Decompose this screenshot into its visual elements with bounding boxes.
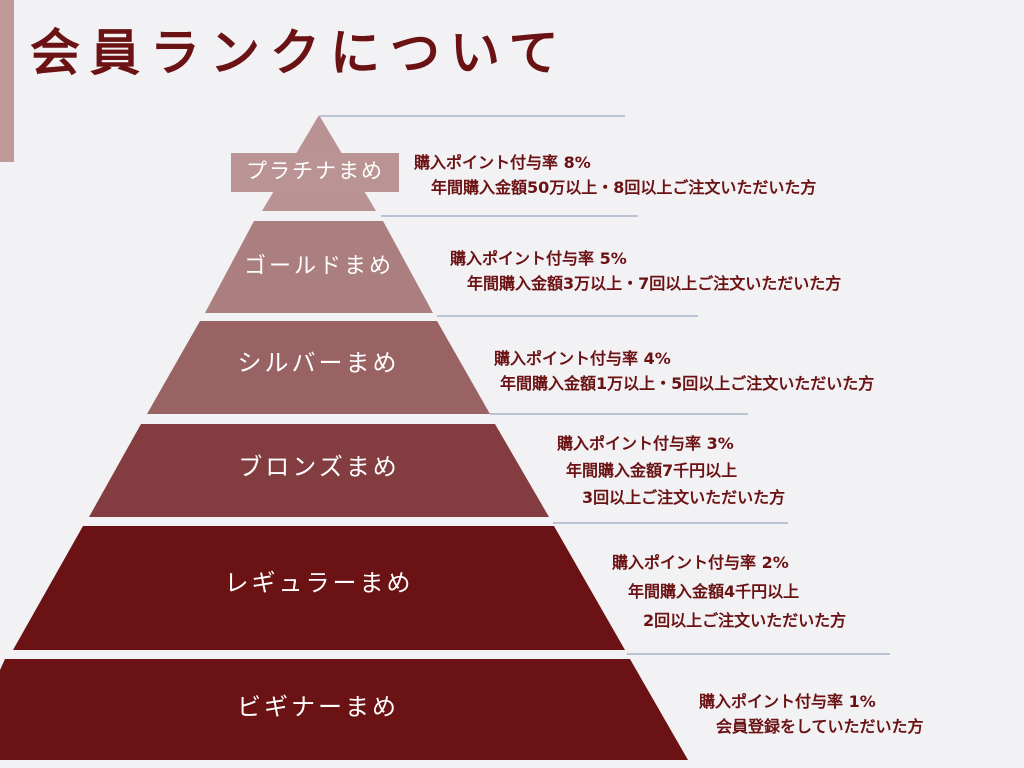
point-rate: 購入ポイント付与率 4% (494, 349, 671, 368)
requirement: 年間購入金額3万以上・7回以上ご注文いただいた方 (467, 274, 842, 293)
tier-regular-description: 購入ポイント付与率 2% 年間購入金額4千円以上 2回以上ご注文いただいた方 (612, 548, 846, 635)
tier-beginner-description: 購入ポイント付与率 1% 会員登録をしていただいた方 (699, 689, 924, 739)
requirement: 年間購入金額1万以上・5回以上ご注文いただいた方 (500, 374, 875, 393)
tier-bronze-label: ブロンズまめ (238, 453, 400, 481)
tier-beginner-label: ビギナーまめ (237, 693, 399, 721)
requirement-amount: 年間購入金額4千円以上 (628, 582, 800, 601)
tier-gold-shape (205, 221, 433, 313)
accent-bar (0, 0, 14, 162)
tier-bronze-shape (89, 424, 549, 517)
requirement: 年間購入金額50万以上・8回以上ご注文いただいた方 (431, 178, 817, 197)
tier-silver-shape (147, 321, 490, 414)
tier-gold-description: 購入ポイント付与率 5% 年間購入金額3万以上・7回以上ご注文いただいた方 (450, 246, 841, 296)
tier-silver-description: 購入ポイント付与率 4% 年間購入金額1万以上・5回以上ご注文いただいた方 (494, 346, 874, 396)
requirement-orders: 3回以上ご注文いただいた方 (582, 488, 786, 507)
requirement-amount: 年間購入金額7千円以上 (566, 461, 738, 480)
tier-regular-shape (13, 526, 625, 650)
point-rate: 購入ポイント付与率 3% (557, 434, 734, 453)
tier-regular-label: レギュラーまめ (224, 569, 414, 597)
page-title: 会員ランクについて (30, 24, 569, 82)
tier-bronze-description: 購入ポイント付与率 3% 年間購入金額7千円以上 3回以上ご注文いただいた方 (557, 430, 785, 511)
tier-beginner-shape (0, 659, 688, 760)
point-rate: 購入ポイント付与率 2% (612, 553, 789, 572)
tier-platinum-label-box (231, 153, 399, 192)
requirement-orders: 2回以上ご注文いただいた方 (643, 611, 847, 630)
tier-platinum-description: 購入ポイント付与率 8% 年間購入金額50万以上・8回以上ご注文いただいた方 (414, 150, 816, 200)
tier-gold-label: ゴールドまめ (243, 254, 394, 279)
point-rate: 購入ポイント付与率 1% (699, 692, 876, 711)
point-rate: 購入ポイント付与率 5% (450, 249, 627, 268)
requirement: 会員登録をしていただいた方 (716, 717, 924, 736)
tier-platinum-label: プラチナまめ (246, 159, 384, 183)
point-rate: 購入ポイント付与率 8% (414, 153, 591, 172)
tier-silver-label: シルバーまめ (237, 349, 400, 377)
divider-lines (320, 115, 890, 655)
